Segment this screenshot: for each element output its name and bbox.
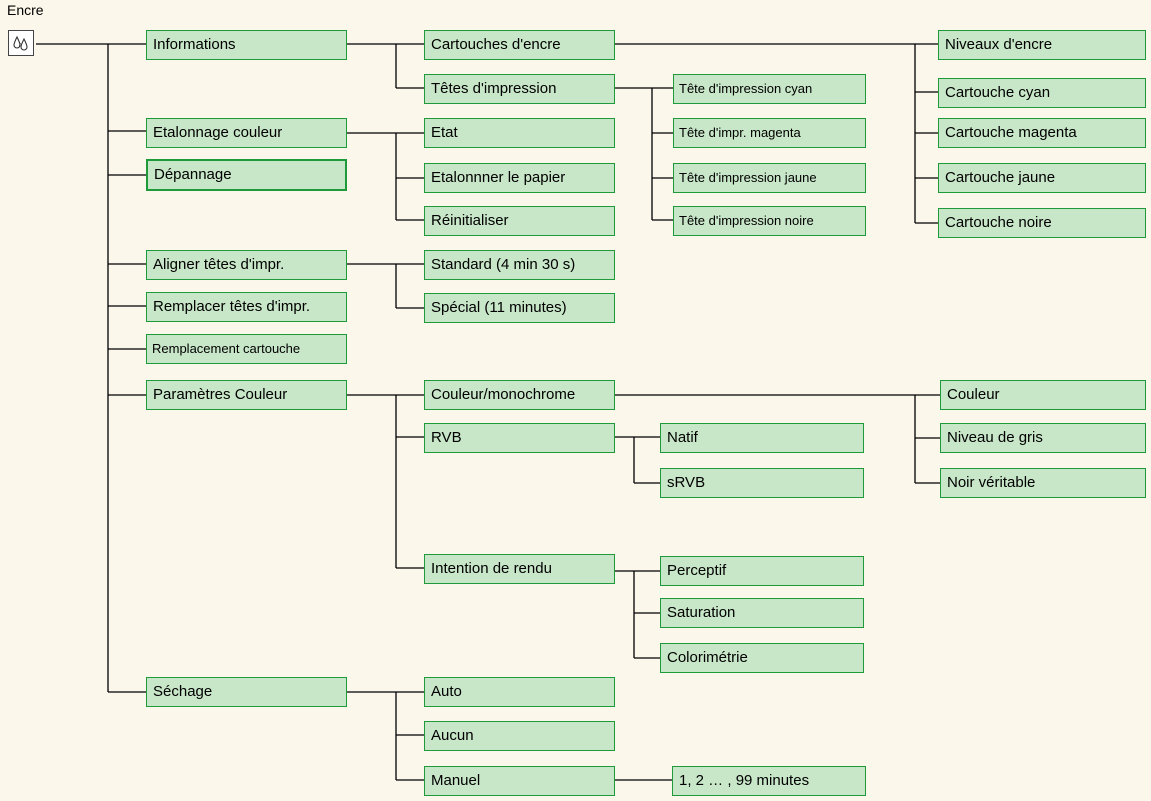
node-tetes-impression[interactable]: Têtes d'impression (424, 74, 615, 104)
root-label: Encre (7, 2, 44, 18)
node-standard[interactable]: Standard (4 min 30 s) (424, 250, 615, 280)
node-auto[interactable]: Auto (424, 677, 615, 707)
node-etalonner-papier[interactable]: Etalonnner le papier (424, 163, 615, 193)
node-couleur[interactable]: Couleur (940, 380, 1146, 410)
node-remplacement-cartouche[interactable]: Remplacement cartouche (146, 334, 347, 364)
node-perceptif[interactable]: Perceptif (660, 556, 864, 586)
node-aligner-tetes[interactable]: Aligner têtes d'impr. (146, 250, 347, 280)
node-noir-veritable[interactable]: Noir véritable (940, 468, 1146, 498)
node-cartouche-noire[interactable]: Cartouche noire (938, 208, 1146, 238)
node-colorimetrie[interactable]: Colorimétrie (660, 643, 864, 673)
ink-drops-glyph (13, 35, 28, 51)
node-rvb[interactable]: RVB (424, 423, 615, 453)
node-natif[interactable]: Natif (660, 423, 864, 453)
node-parametres-couleur[interactable]: Paramètres Couleur (146, 380, 347, 410)
node-tete-magenta[interactable]: Tête d'impr. magenta (673, 118, 866, 148)
node-minutes[interactable]: 1, 2 … , 99 minutes (672, 766, 866, 796)
node-aucun[interactable]: Aucun (424, 721, 615, 751)
node-etalonnage-couleur[interactable]: Etalonnage couleur (146, 118, 347, 148)
node-couleur-monochrome[interactable]: Couleur/monochrome (424, 380, 615, 410)
node-cartouche-jaune[interactable]: Cartouche jaune (938, 163, 1146, 193)
node-remplacer-tetes[interactable]: Remplacer têtes d'impr. (146, 292, 347, 322)
ink-drops-icon[interactable] (8, 30, 34, 56)
node-saturation[interactable]: Saturation (660, 598, 864, 628)
node-reinitialiser[interactable]: Réinitialiser (424, 206, 615, 236)
node-cartouche-magenta[interactable]: Cartouche magenta (938, 118, 1146, 148)
node-tete-cyan[interactable]: Tête d'impression cyan (673, 74, 866, 104)
node-informations[interactable]: Informations (146, 30, 347, 60)
node-sechage[interactable]: Séchage (146, 677, 347, 707)
node-cartouche-cyan[interactable]: Cartouche cyan (938, 78, 1146, 108)
node-tete-jaune[interactable]: Tête d'impression jaune (673, 163, 866, 193)
node-cartouches-encre[interactable]: Cartouches d'encre (424, 30, 615, 60)
node-special[interactable]: Spécial (11 minutes) (424, 293, 615, 323)
node-depannage[interactable]: Dépannage (146, 159, 347, 191)
node-intention-rendu[interactable]: Intention de rendu (424, 554, 615, 584)
node-tete-noire[interactable]: Tête d'impression noire (673, 206, 866, 236)
node-etat[interactable]: Etat (424, 118, 615, 148)
node-srvb[interactable]: sRVB (660, 468, 864, 498)
node-manuel[interactable]: Manuel (424, 766, 615, 796)
node-niveau-gris[interactable]: Niveau de gris (940, 423, 1146, 453)
node-niveaux-encre[interactable]: Niveaux d'encre (938, 30, 1146, 60)
